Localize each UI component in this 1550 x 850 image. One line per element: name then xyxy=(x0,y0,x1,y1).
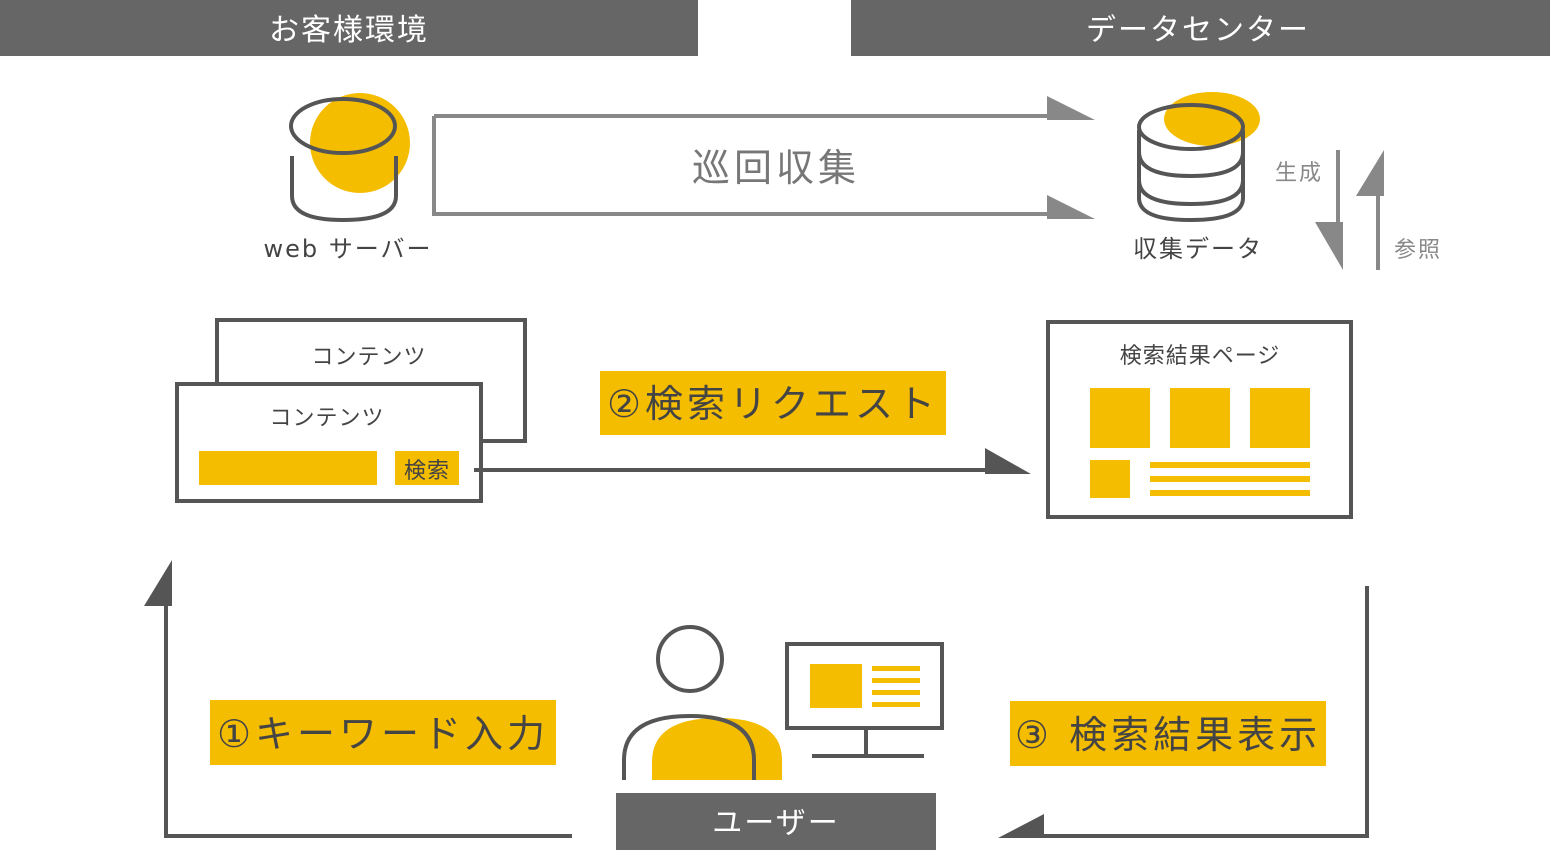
reference-label: 参照 xyxy=(1394,238,1442,263)
step1-flow-arrow xyxy=(144,560,572,838)
step2-badge xyxy=(600,371,946,435)
search-input-illustration xyxy=(199,451,377,485)
header-customer-env-label: お客様環境 xyxy=(269,13,429,48)
header-data-center-label: データセンター xyxy=(1086,13,1310,48)
collected-data-stack-icon xyxy=(1137,92,1260,223)
user-person-icon xyxy=(622,625,782,780)
user-label: ユーザー xyxy=(712,806,839,841)
content-window-front: コンテンツ 検索 xyxy=(175,382,483,503)
user-badge xyxy=(616,793,936,850)
header-customer-env: お客様環境 xyxy=(0,0,698,56)
web-server-label: web サーバー xyxy=(263,235,432,263)
step3-badge xyxy=(1010,701,1326,766)
content-front-title: コンテンツ xyxy=(269,406,384,431)
content-back-title: コンテンツ xyxy=(311,345,426,370)
collected-data-label: 収集データ xyxy=(1133,235,1263,263)
step1-label: ①キーワード入力 xyxy=(217,712,549,756)
generate-label: 生成 xyxy=(1275,161,1323,186)
crawl-label: 巡回収集 xyxy=(692,146,860,190)
results-page-title: 検索結果ページ xyxy=(1120,344,1281,369)
search-button-illustration xyxy=(395,451,459,485)
step2-label: ②検索リクエスト xyxy=(607,382,939,426)
web-server-database-icon xyxy=(289,93,410,223)
step1-badge xyxy=(210,700,556,765)
search-button-label: 検索 xyxy=(404,459,450,484)
monitor-icon xyxy=(785,642,944,758)
generate-reference-arrows xyxy=(1315,150,1384,270)
header-data-center: データセンター xyxy=(851,0,1550,56)
search-request-arrow xyxy=(474,448,1031,474)
step3-label: ③ 検索結果表示 xyxy=(1015,713,1321,757)
step3-flow-arrow xyxy=(998,586,1369,838)
results-page-window: 検索結果ページ xyxy=(1046,320,1353,519)
crawl-arrows xyxy=(432,96,1095,219)
